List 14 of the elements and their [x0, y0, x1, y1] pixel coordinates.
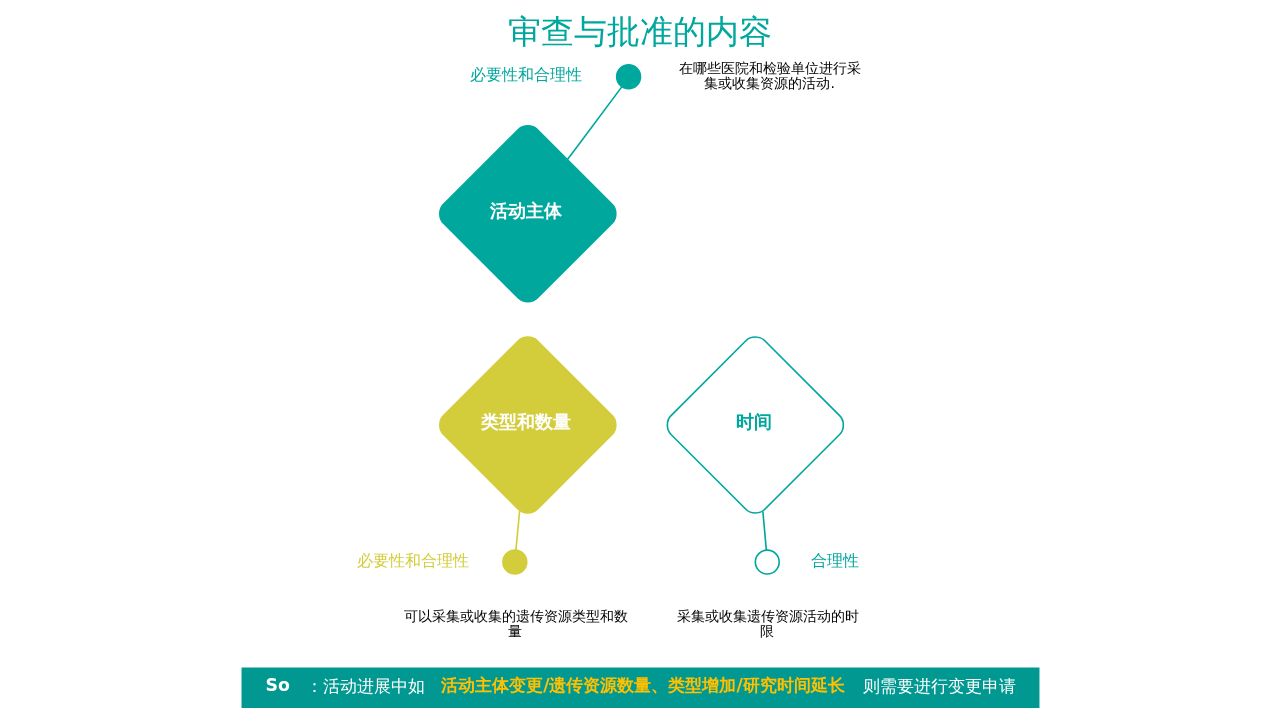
node-label: 必要性和合理性 [469, 65, 582, 85]
node-label: 必要性和合理性 [356, 550, 469, 570]
node-label: 合理性 [810, 550, 859, 570]
diagram-title: 审查与批准的内容 [508, 13, 772, 52]
node-label: 可以采集或收集的遗传资源类型和数量 [403, 608, 628, 640]
node-circle [754, 549, 780, 575]
node-circle [615, 63, 641, 90]
connector [761, 510, 767, 551]
node-label: 在哪些医院和检验单位进行采集或收集资源的活动. [679, 59, 861, 91]
node-label: 采集或收集遗传资源活动的时限 [676, 608, 859, 640]
connector [514, 509, 520, 551]
node-box: So：活动进展中如活动主体变更/遗传资源数量、类型增加/研究时间延长则需要进行变更申请 [241, 667, 1039, 709]
node-circle [501, 549, 528, 575]
connector [566, 85, 623, 161]
